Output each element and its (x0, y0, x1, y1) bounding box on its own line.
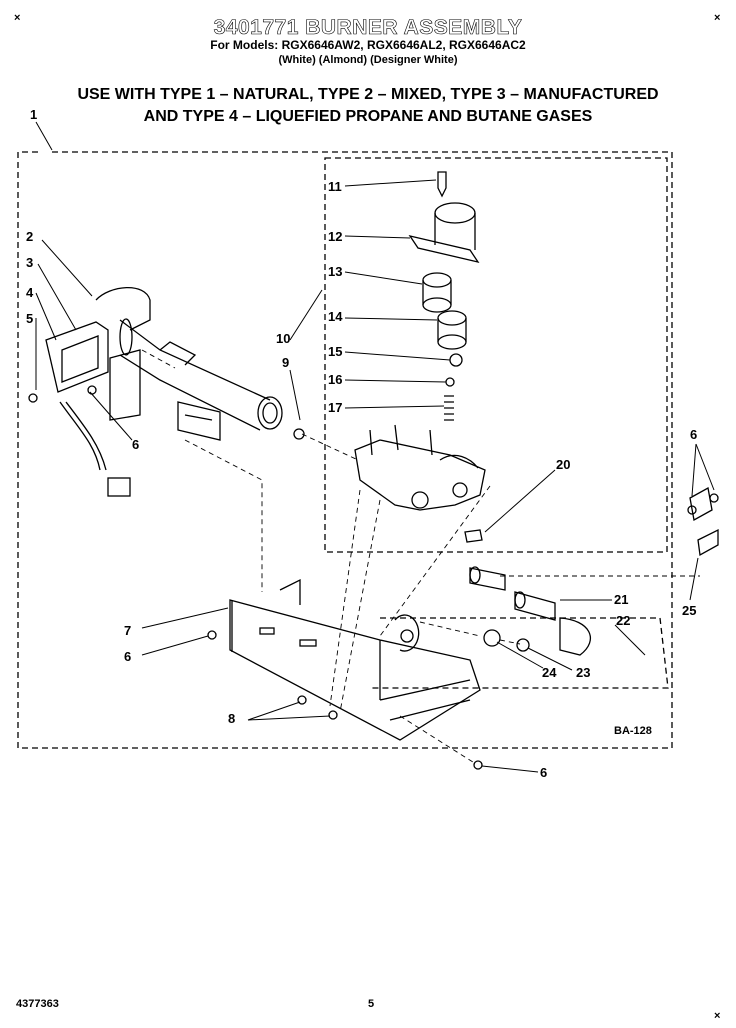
diagram-code: BA-128 (614, 725, 652, 737)
callout-15: 15 (328, 344, 343, 359)
callout-24: 24 (542, 665, 557, 680)
callout-16: 16 (328, 372, 343, 387)
callout-6-bracket: 6 (124, 649, 132, 664)
footer-part-number: 4377363 (16, 998, 59, 1010)
callout-22: 22 (616, 613, 631, 628)
callout-12: 12 (328, 229, 343, 244)
assembly-boundary (17, 151, 673, 749)
callout-6-bottom: 6 (540, 765, 548, 780)
callout-11: 11 (328, 179, 342, 194)
callout-4: 4 (26, 285, 34, 300)
valve-coil-stack-drawing (408, 171, 480, 421)
callout-5: 5 (26, 311, 34, 326)
callout-1: 1 (30, 107, 38, 122)
gas-usage-line-1: USE WITH TYPE 1 – NATURAL, TYPE 2 – MIXE… (77, 86, 659, 103)
corner-mark-bottom-right: × (714, 1010, 721, 1022)
model-colors: (White) (Almond) (Designer White) (278, 54, 458, 66)
screws-drawing (28, 385, 483, 770)
page-title: 3401771 BURNER ASSEMBLY (213, 16, 523, 40)
burner-bracket-drawing (229, 578, 481, 741)
corner-mark-top-right: × (714, 12, 721, 24)
callout-20: 20 (556, 457, 571, 472)
callout-9: 9 (282, 355, 290, 370)
callout-23: 23 (576, 665, 591, 680)
leader-lines (35, 121, 715, 773)
footer-page-number: 5 (368, 998, 375, 1010)
corner-mark-top-left: × (14, 12, 21, 24)
burner-tube-drawing (95, 287, 283, 441)
valve-subassembly-boundary (324, 157, 668, 553)
gas-usage-line-2: AND TYPE 4 – LIQUEFIED PROPANE AND BUTAN… (143, 108, 593, 125)
callout-13: 13 (328, 264, 343, 279)
callout-25: 25 (682, 603, 697, 618)
fitting-group-boundary (372, 617, 669, 689)
gas-valve-drawing (354, 424, 486, 511)
callout-17: 17 (328, 400, 343, 415)
fittings-drawing (464, 486, 719, 656)
callout-10: 10 (276, 331, 291, 346)
callout-8: 8 (228, 711, 236, 726)
connection-lines (141, 349, 700, 765)
callout-14: 14 (328, 309, 343, 324)
callout-21: 21 (614, 592, 629, 607)
callout-3: 3 (26, 255, 34, 270)
model-list: For Models: RGX6646AW2, RGX6646AL2, RGX6… (210, 38, 526, 52)
igniter-drawing (45, 321, 141, 497)
callout-7: 7 (124, 623, 132, 638)
callout-6-left: 6 (132, 437, 140, 452)
callout-6-right: 6 (690, 427, 698, 442)
callout-2: 2 (26, 229, 34, 244)
